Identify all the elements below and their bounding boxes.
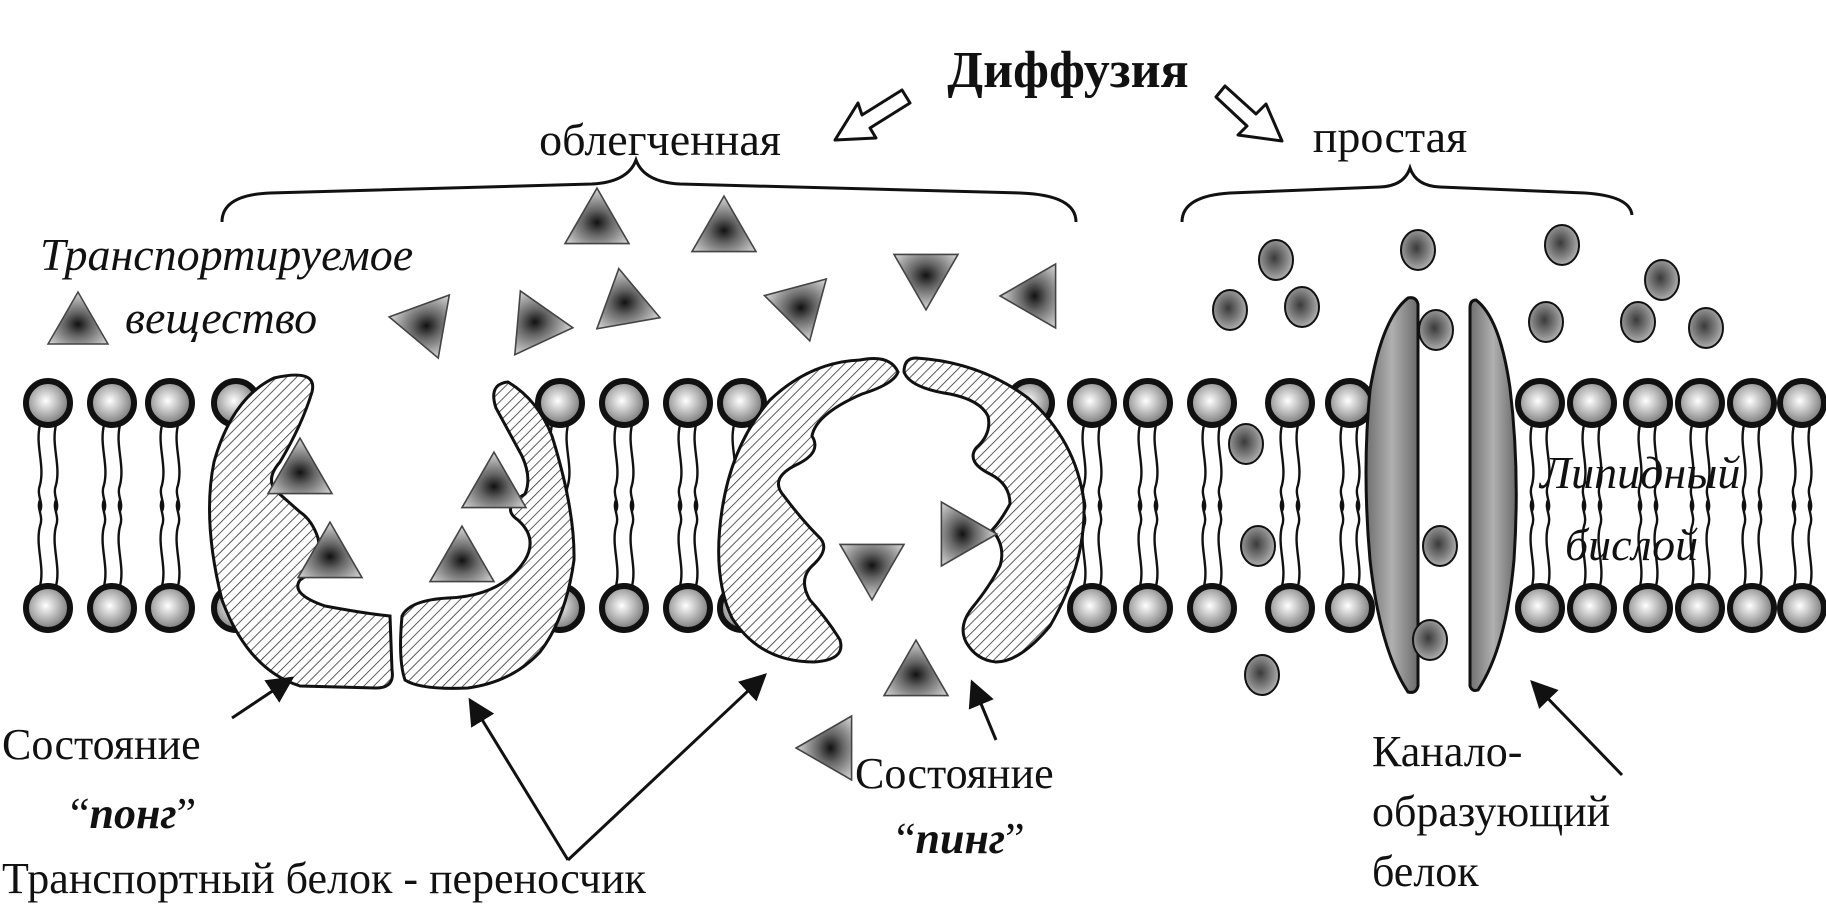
carrier-protein-ping-left [717,357,900,664]
transported-substance-triangle-icon [763,278,842,350]
substance-legend-triangle-icon [47,291,109,345]
simple-diffusion-molecules [1212,224,1724,696]
ping-state-word: “пинг” [896,814,1025,863]
ping-state-label: Состояние [855,749,1054,798]
lipid-molecule [1187,378,1237,633]
diffusing-molecule [1244,654,1280,696]
diffusing-molecule [1528,301,1564,343]
carrier-protein-label: Транспортный белок - переносчик [2,854,647,903]
lipid-molecule [1567,378,1617,633]
diffusing-molecule [1212,289,1248,331]
lipid-molecule [145,378,195,633]
lipid-molecule [1675,378,1725,633]
arrow-to-ping-protein-icon [566,673,767,862]
pong-state-word: “понг” [70,789,196,838]
diagram-title: Диффузия [947,42,1188,99]
hollow-arrow-left-icon [833,88,912,142]
lipid-molecule [1123,378,1173,633]
channel-protein-label-line3: белок [1372,847,1479,896]
transported-substance-triangle-icon [490,276,574,356]
transported-substance-triangle-icon [883,639,949,697]
diffusing-molecule [1688,307,1724,349]
lipid-molecule [1515,378,1565,633]
transported-substance-triangle-icon [586,262,661,330]
lipid-molecule [1727,378,1777,633]
pong-state-label: Состояние [2,720,201,769]
arrow-to-ping-icon [968,679,998,741]
carrier-protein-pong-left [208,373,394,690]
diffusing-molecule [1400,229,1436,271]
diffusing-molecule [1284,286,1320,328]
bilayer-label-line2: бислой [1565,519,1698,570]
lipid-molecule [1623,378,1673,633]
transported-substance-triangle-icon [429,525,495,583]
channel-protein-left-wall [1364,296,1420,694]
diffusing-molecule [1644,259,1680,301]
diffusing-molecule [1418,309,1454,351]
diffusing-molecule [1228,423,1264,465]
lipid-molecule [23,378,73,633]
channel-protein-right-wall [1468,298,1518,692]
substance-label-line1: Транспортируемое [40,229,413,280]
simple-brace [1180,163,1634,223]
transported-substance-triangle-icon [461,451,527,509]
transported-substance-triangle-icon [893,253,959,311]
branch-facilitated-label: облегченная [539,114,781,165]
diffusing-molecule [1620,301,1656,343]
arrow-to-pong-protein-icon [468,697,570,861]
carrier-protein-ping-right [902,356,1086,664]
transported-substance-triangle-icon [940,501,998,567]
branch-simple-label: простая [1313,111,1467,162]
substance-label-line2: вещество [125,292,317,343]
transported-substance-triangle-icon [564,187,630,245]
bilayer-label-line1: Липидный [1538,447,1740,498]
transported-substance-triangle-icon [795,715,853,781]
transported-substance-triangle-icon [388,294,470,370]
lipid-molecule [663,378,713,633]
diffusing-molecule [1544,224,1580,266]
lipid-molecule [87,378,137,633]
lipid-molecule [1265,378,1315,633]
lipid-molecule [1325,378,1375,633]
facilitated-brace [220,155,1078,223]
carrier-protein-pong-right [399,380,576,690]
lipid-molecule [599,378,649,633]
channel-protein-label-line2: образующий [1372,787,1610,836]
lipid-molecule [1777,378,1826,633]
arrow-to-channel-icon [1530,680,1624,777]
arrow-to-pong-icon [231,676,295,720]
transported-substance-triangle-icon [691,195,757,253]
transported-substance-triangle-icon [839,543,905,601]
diffusing-molecule [1258,239,1294,281]
hollow-arrow-right-icon [1214,84,1284,143]
diffusing-molecule [1240,525,1276,567]
transported-substance-triangle-icon [999,263,1057,329]
diffusing-molecule [1412,619,1448,661]
diffusing-molecule [1422,525,1458,567]
channel-protein-label-line1: Канало- [1372,727,1522,776]
